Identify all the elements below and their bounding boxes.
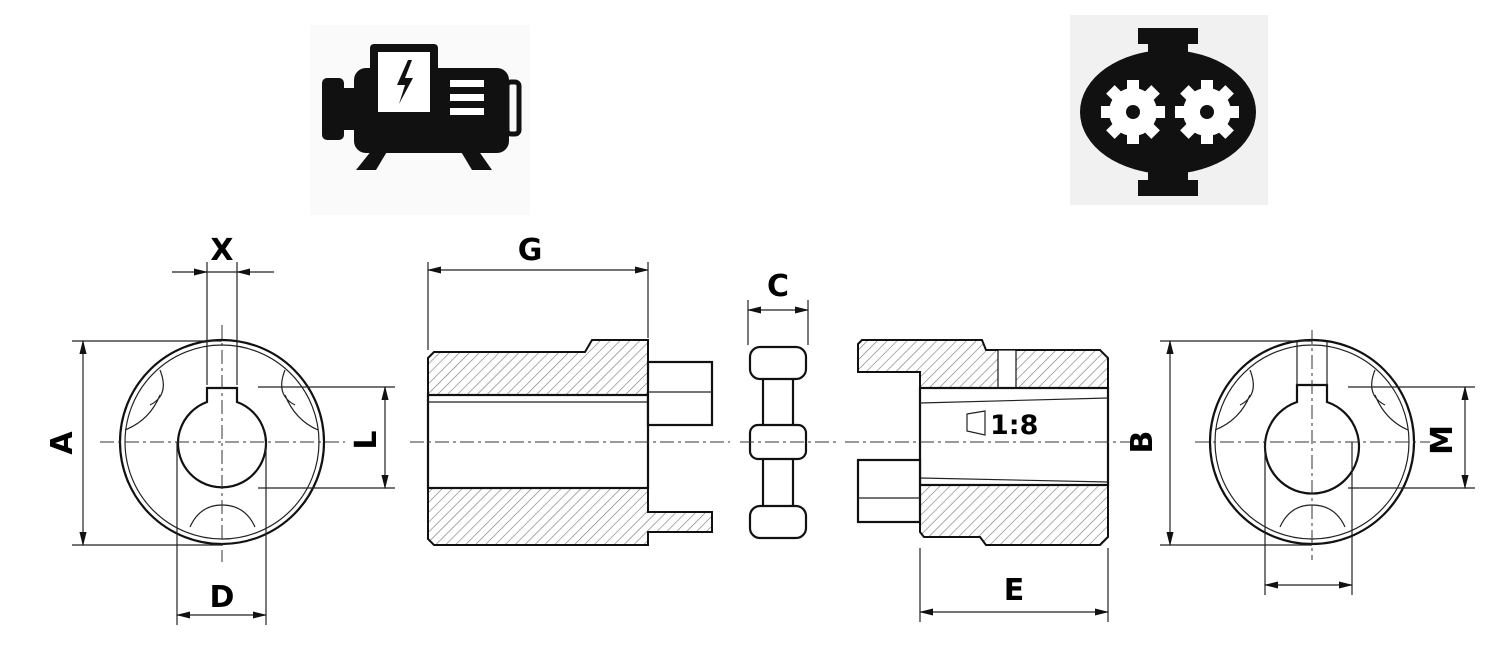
dim-label-b: B: [1125, 431, 1160, 454]
gear-pump-icon: [1070, 15, 1268, 205]
dim-label-l: L: [349, 430, 384, 449]
dim-label-e: E: [1004, 573, 1025, 608]
right-hub-end-view: M: [1160, 330, 1475, 595]
left-hub-section: G: [410, 233, 730, 546]
dim-label-g: G: [518, 233, 543, 268]
dim-label-c: C: [767, 269, 789, 304]
dim-label-m: M: [1425, 425, 1460, 455]
taper-label: 1:8: [990, 410, 1038, 441]
electric-motor-icon: [310, 25, 530, 215]
dim-label-a: A: [45, 431, 80, 455]
left-hub-end-view: A L X D: [45, 233, 395, 625]
dim-label-x: X: [210, 233, 233, 268]
dim-label-d: D: [210, 580, 235, 615]
spider-element: C: [740, 269, 840, 540]
right-hub-section: 1:8 B E: [845, 339, 1160, 622]
